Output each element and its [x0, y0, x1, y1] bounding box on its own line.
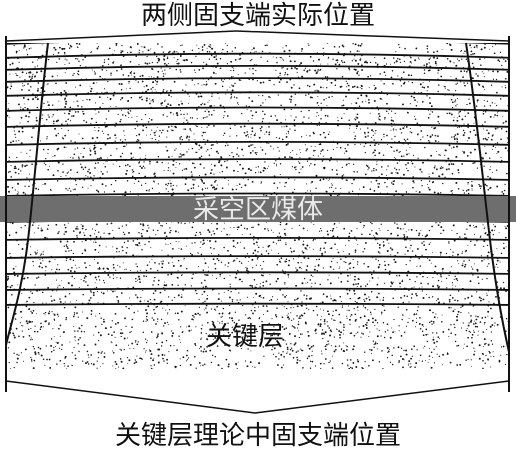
strata-line — [6, 52, 509, 59]
strata-line — [6, 158, 509, 163]
strata-line — [6, 141, 509, 146]
label-goaf-coal: 采空区煤体 — [193, 195, 323, 225]
strata-line — [6, 122, 509, 128]
label-theoretical-support-position: 关键层理论中固支端位置 — [115, 421, 401, 451]
strata-line — [6, 287, 509, 291]
strata-line — [6, 176, 509, 181]
strata-line — [6, 192, 509, 197]
strata-line — [6, 255, 509, 259]
coal-seam-band — [0, 196, 516, 222]
fracture-lines — [5, 42, 510, 353]
bottom-bracket — [5, 368, 510, 414]
strata-line — [6, 271, 509, 275]
strata-line — [6, 65, 509, 71]
strata-line — [6, 302, 509, 306]
strata-line — [6, 91, 509, 97]
top-bracket — [5, 30, 510, 47]
strata-line — [6, 77, 509, 83]
strata-line — [6, 237, 509, 241]
strata-line — [6, 106, 509, 112]
label-actual-support-position: 两侧固支端实际位置 — [141, 1, 375, 31]
fracture-line — [465, 42, 510, 353]
label-key-stratum: 关键层 — [206, 322, 284, 352]
fracture-line — [5, 42, 49, 346]
strata-boundaries — [6, 43, 509, 306]
